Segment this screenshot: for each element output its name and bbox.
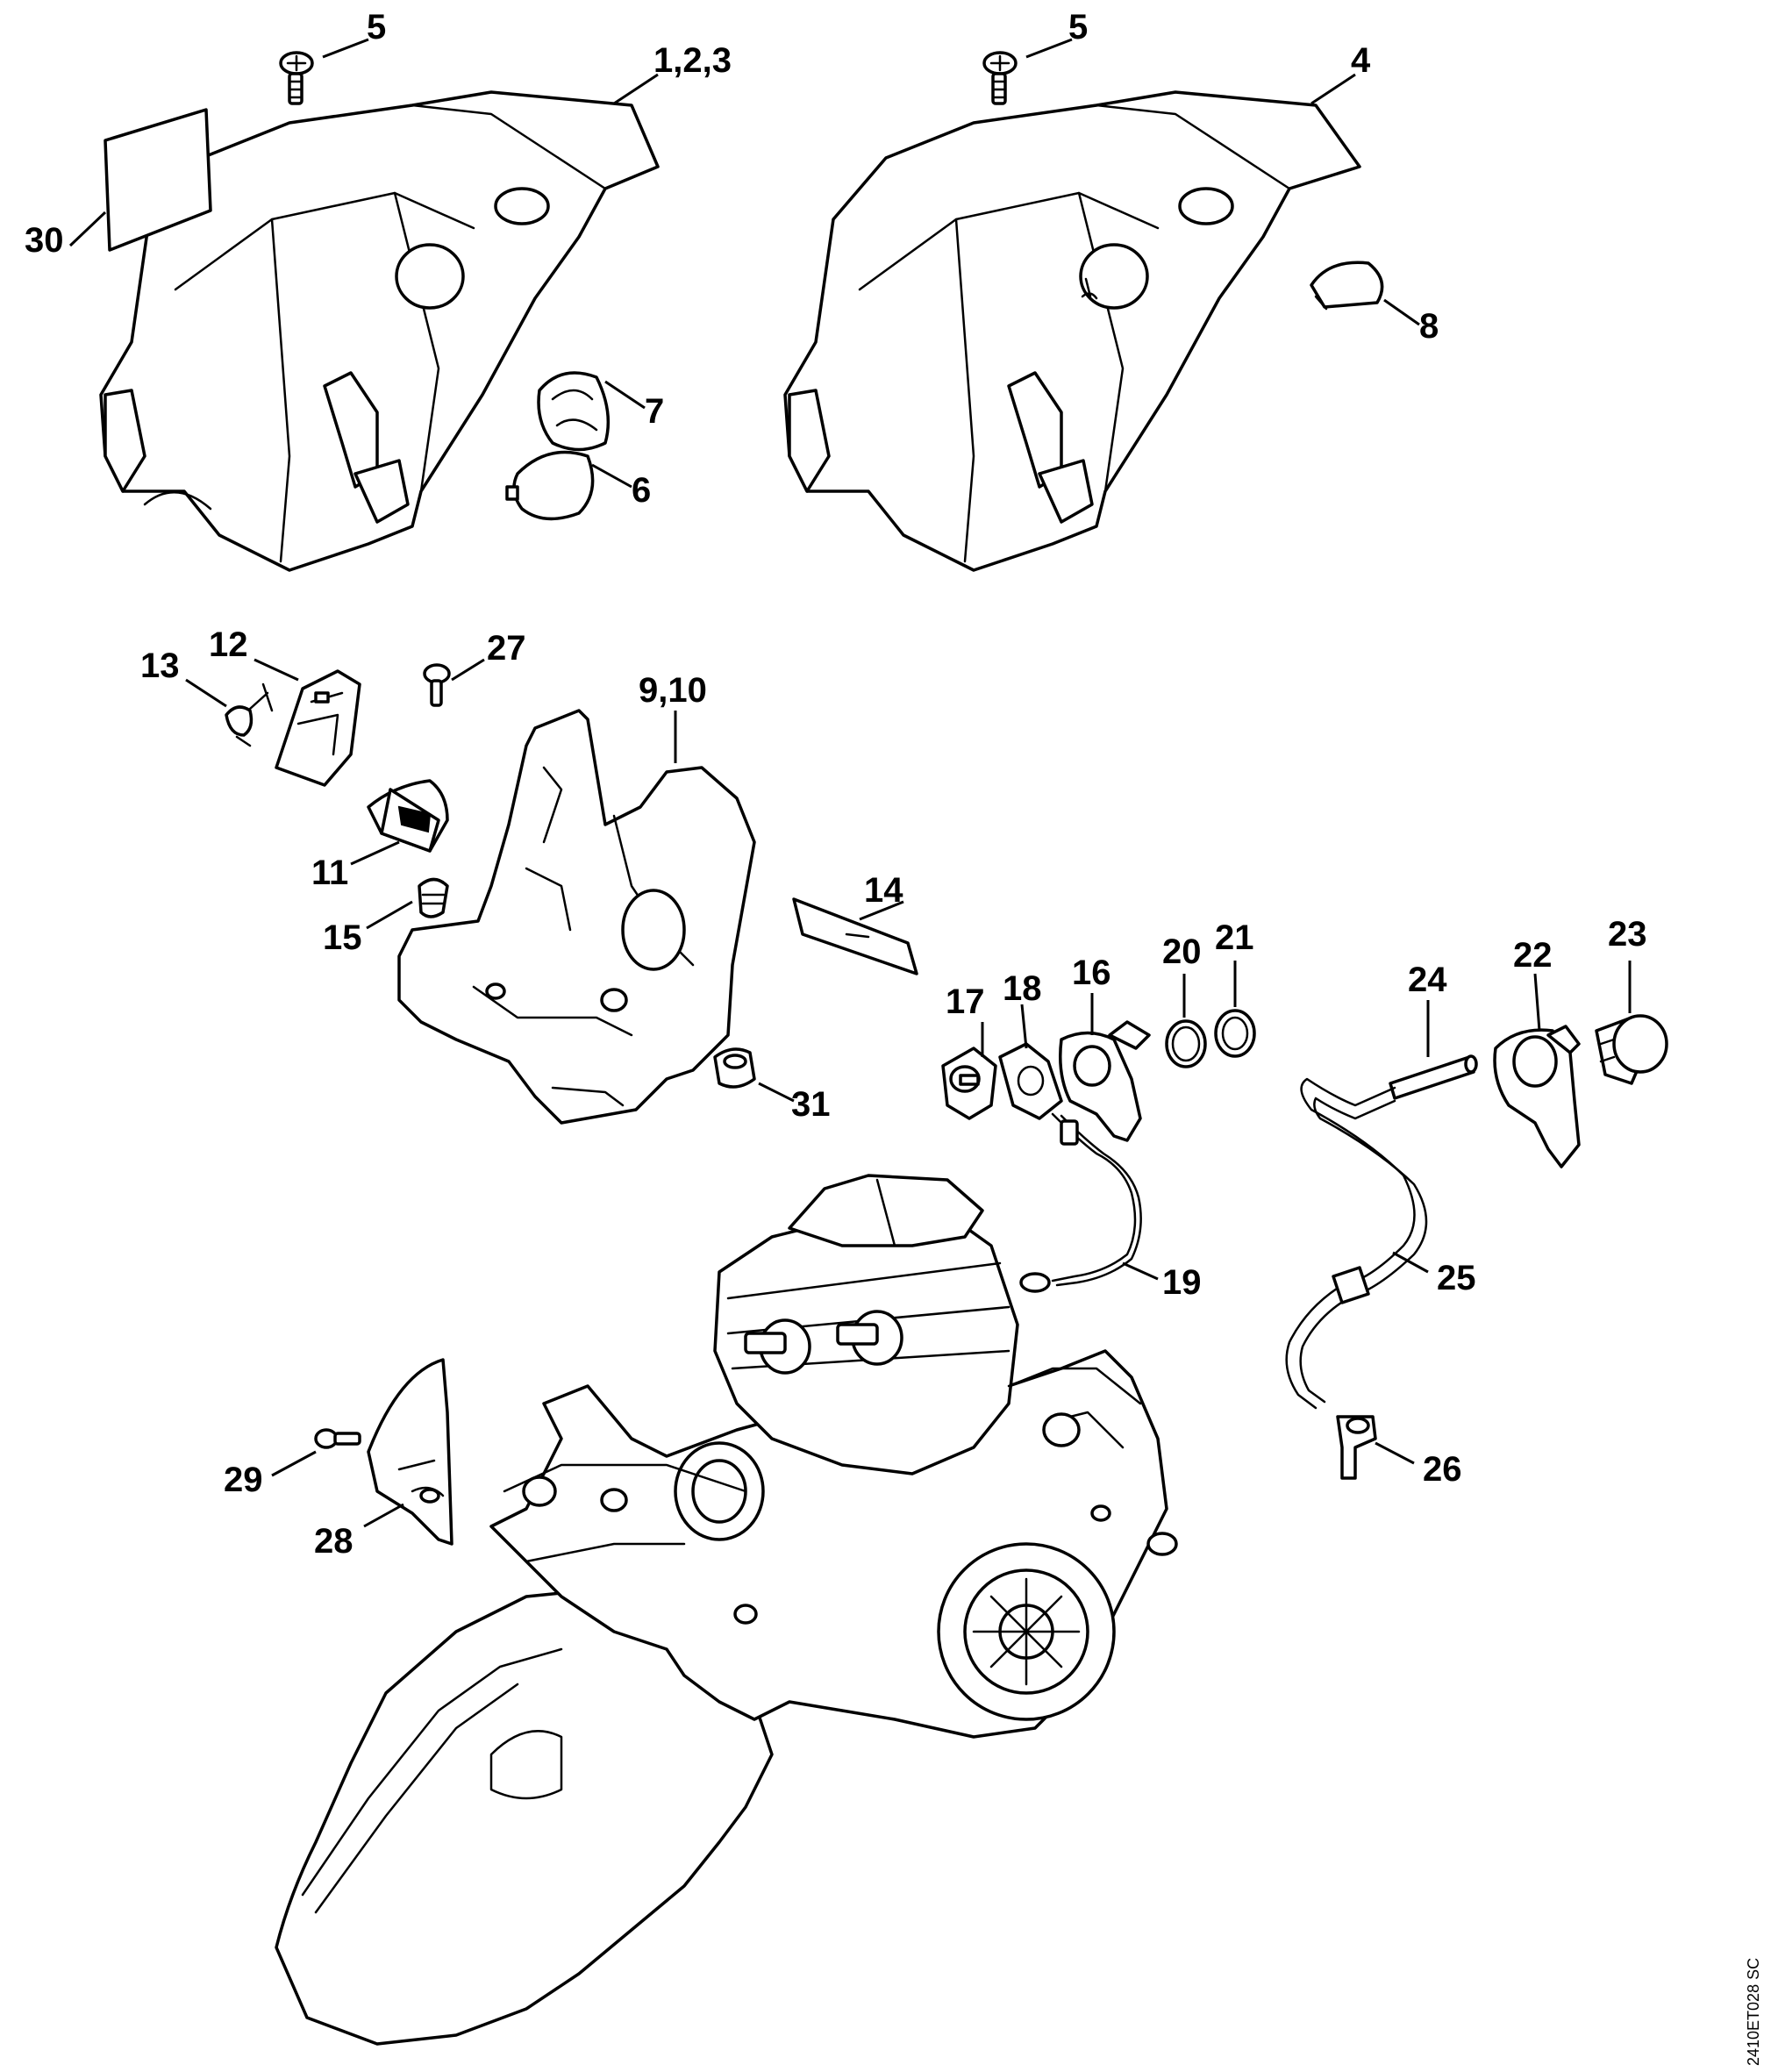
callout-29: 29 — [224, 1461, 263, 1499]
cover-28 — [367, 1358, 453, 1546]
fitting-26 — [1336, 1415, 1377, 1480]
callout-1-2-3: 1,2,3 — [653, 41, 732, 80]
screw-5-left — [279, 51, 314, 105]
bushing-31 — [713, 1047, 756, 1089]
callout-26: 26 — [1423, 1450, 1462, 1489]
callout-4: 4 — [1351, 41, 1371, 80]
label-plate-30 — [104, 108, 212, 252]
callout-8: 8 — [1419, 307, 1439, 346]
callout-20: 20 — [1162, 932, 1202, 971]
callout-15: 15 — [323, 918, 362, 957]
pad-11 — [367, 779, 449, 853]
callout-27: 27 — [487, 629, 526, 668]
callout-25: 25 — [1437, 1259, 1476, 1297]
cable-19 — [1019, 1112, 1142, 1293]
callout-6: 6 — [632, 471, 651, 510]
callout-9-10: 9,10 — [639, 671, 707, 710]
callout-18: 18 — [1003, 969, 1042, 1008]
callout-19: 19 — [1162, 1263, 1202, 1302]
engine-crankcase — [275, 1174, 1178, 2046]
callout-24: 24 — [1408, 961, 1447, 999]
callout-16: 16 — [1072, 954, 1111, 992]
spring-13 — [225, 682, 274, 747]
rod-24 — [1389, 1054, 1478, 1100]
cover-6 — [505, 450, 595, 521]
callouts: 5 1,2,3 5 4 30 7 6 8 13 12 27 9,10 11 15… — [25, 8, 1647, 1561]
mount-22 — [1493, 1025, 1581, 1168]
leader-lines — [68, 38, 1632, 1528]
callout-5: 5 — [1068, 8, 1088, 46]
screw-5-right — [982, 51, 1018, 105]
screw-29 — [314, 1428, 361, 1449]
mount-16 — [1059, 1020, 1151, 1142]
plate-14 — [792, 897, 918, 975]
callout-22: 22 — [1513, 936, 1553, 975]
callout-23: 23 — [1608, 915, 1647, 954]
cap-23 — [1595, 1014, 1668, 1085]
callout-21: 21 — [1215, 918, 1254, 957]
callout-28: 28 — [314, 1522, 353, 1561]
switch-17 — [941, 1047, 997, 1120]
cap-7 — [537, 371, 611, 452]
callout-14: 14 — [864, 871, 903, 910]
callout-13: 13 — [140, 647, 180, 685]
housing-9-10 — [397, 709, 756, 1125]
grommet-15 — [418, 877, 449, 918]
gasket-18 — [998, 1042, 1063, 1120]
callout-17: 17 — [946, 982, 985, 1021]
screw-27 — [423, 663, 451, 707]
bracket-12 — [275, 669, 361, 787]
drawing-code: 2410ET028 SC — [1745, 1958, 1762, 2066]
callout-11: 11 — [311, 854, 348, 892]
callout-12: 12 — [209, 625, 248, 664]
hose-25 — [1285, 1077, 1428, 1410]
shroud-cover-right — [783, 90, 1361, 572]
callout-31: 31 — [791, 1085, 831, 1124]
shroud-cover-left — [99, 90, 660, 572]
callout-30: 30 — [25, 221, 64, 260]
cover-8 — [1310, 261, 1384, 311]
callout-7: 7 — [645, 392, 664, 431]
callout-5: 5 — [367, 8, 386, 46]
